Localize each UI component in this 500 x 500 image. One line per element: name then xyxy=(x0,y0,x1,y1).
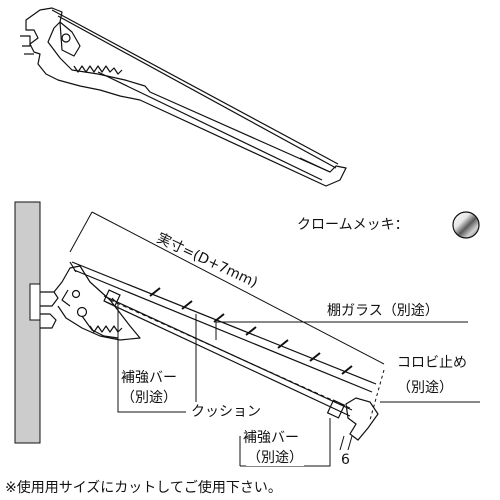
stopper-label: コロビ止め xyxy=(396,355,468,371)
stopper-note-label: （別途） xyxy=(396,380,454,396)
bottom-bracket xyxy=(40,265,141,341)
reinforce-bar-left-block xyxy=(103,289,121,307)
dimension-6-label: 6 xyxy=(341,452,350,468)
shelf-end-bracket xyxy=(326,397,379,441)
reinforce-bar-right-note-label: （別途） xyxy=(246,450,304,466)
reinforce-bar-right-label: 補強バー xyxy=(242,430,300,446)
reinforce-bar-left-note-label: （別途） xyxy=(120,390,178,406)
cushion-label: クッション xyxy=(190,404,262,420)
shelf-glass-label: 棚ガラス（別途） xyxy=(326,303,440,319)
glass-shelf xyxy=(69,261,385,421)
reinforce-bar-left-label: 補強バー xyxy=(120,370,178,386)
footnote: ※使用用サイズにカットしてご使用下さい。 xyxy=(5,480,282,496)
chrome-finish-label: クロームメッキ： xyxy=(297,217,409,233)
leader-lines xyxy=(69,211,480,467)
chrome-swatch-icon xyxy=(452,211,480,239)
wall xyxy=(14,201,41,444)
top-bracket xyxy=(20,7,347,187)
